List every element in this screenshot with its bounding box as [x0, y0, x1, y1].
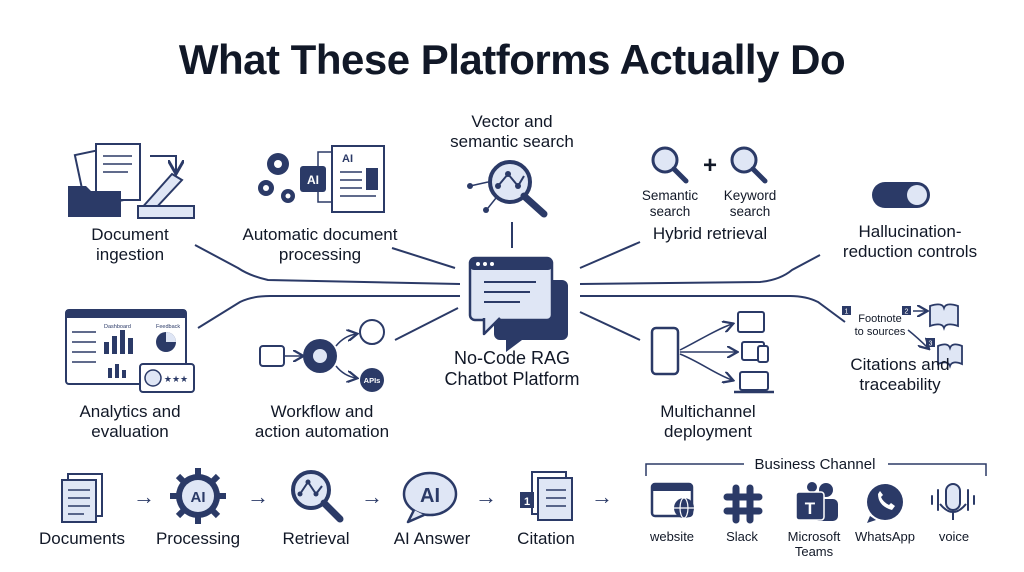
processing-ai-chip-label: AI: [307, 173, 319, 187]
citations-icon: 1 2 3: [842, 303, 963, 369]
ai-answer-step-icon: AI: [402, 471, 458, 524]
footnote-label: Footnote to sources: [854, 313, 906, 338]
footnote-num-3: 3: [929, 341, 933, 348]
channel-slack: Slack: [726, 529, 758, 544]
teams-channel-icon: T: [795, 482, 838, 521]
channel-whatsapp: WhatsApp: [855, 529, 915, 544]
semantic-search-icon: [651, 146, 689, 184]
document-ingestion-icon: [68, 143, 195, 219]
vector-search-icon: [467, 160, 548, 218]
footnote-num-2: 2: [905, 309, 909, 316]
slack-channel-icon: [723, 484, 763, 524]
processing-step-ai-label: AI: [191, 489, 206, 506]
pipeline-step-processing: Processing: [155, 529, 241, 548]
pipeline-arrow-5: →: [591, 484, 613, 509]
pipeline-step-documents: Documents: [39, 529, 125, 548]
hybrid-retrieval-label: Hybrid retrieval: [652, 224, 768, 243]
footnote-num-1: 1: [845, 309, 849, 316]
pipeline-arrow-3: →: [361, 484, 383, 509]
connector-lines: [194, 222, 846, 341]
center-label: No-Code RAG Chatbot Platform: [420, 348, 604, 389]
voice-channel-icon: [931, 483, 975, 520]
channel-website: website: [649, 529, 695, 544]
page-title: What These Platforms Actually Do: [178, 36, 846, 83]
toggle-icon: [872, 182, 930, 208]
feedback-label: Feedback: [156, 324, 180, 330]
vector-search-label: Vector and semantic search: [450, 112, 574, 151]
workflow-automation-icon: APIs: [259, 319, 385, 392]
website-channel-icon: [650, 482, 694, 519]
pipeline-step-ai-answer: AI Answer: [393, 529, 471, 548]
apis-label: APIs: [364, 376, 381, 385]
ai-answer-step-label: AI: [420, 485, 440, 507]
dashboard-label: Dashboard: [104, 324, 131, 330]
whatsapp-channel-icon: [867, 484, 903, 523]
rating-stars: ★★★: [164, 374, 188, 384]
business-channel-title: Business Channel: [754, 456, 876, 473]
chatbot-platform-icon: [468, 256, 568, 352]
plus-sign: +: [702, 152, 717, 179]
multichannel-label: Multichannel deployment: [660, 402, 756, 441]
processing-step-icon: AI: [170, 468, 226, 524]
keyword-search-icon: [730, 146, 768, 184]
pipeline-arrow-4: →: [475, 484, 497, 509]
workflow-label: Workflow and action automation: [254, 402, 390, 441]
pipeline-arrow-1: →: [133, 484, 155, 509]
analytics-dashboard-icon: Dashboard Feedback ★★★: [65, 309, 195, 393]
citation-step-icon: 1: [520, 471, 573, 521]
citation-step-number: 1: [524, 496, 530, 508]
pipeline-arrow-2: →: [247, 484, 269, 509]
channel-voice: voice: [938, 529, 970, 544]
documents-step-icon: [61, 473, 103, 523]
center-label-line2: Chatbot Platform: [444, 368, 580, 389]
processing-doc-ai-label: AI: [342, 153, 353, 165]
automatic-processing-label: Automatic document processing: [242, 225, 398, 264]
hallucination-label: Hallucination- reduction controls: [842, 222, 978, 261]
automatic-processing-icon: AI AI: [258, 145, 385, 213]
svg-text:T: T: [805, 499, 816, 518]
retrieval-step-icon: [291, 470, 344, 523]
pipeline-step-citation: Citation: [517, 529, 575, 548]
analytics-label: Analytics and evaluation: [79, 402, 181, 441]
center-label-line1: No-Code RAG: [453, 348, 571, 368]
pipeline-step-retrieval: Retrieval: [282, 529, 350, 548]
channel-teams: Microsoft Teams: [787, 529, 841, 559]
document-ingestion-label: Document ingestion: [91, 225, 169, 264]
multichannel-icon: [650, 311, 774, 394]
business-channel-bracket: [645, 463, 987, 476]
citations-label: Citations and traceability: [850, 355, 950, 394]
semantic-search-label: Semantic search: [641, 188, 699, 219]
keyword-search-label: Keyword search: [723, 188, 777, 219]
